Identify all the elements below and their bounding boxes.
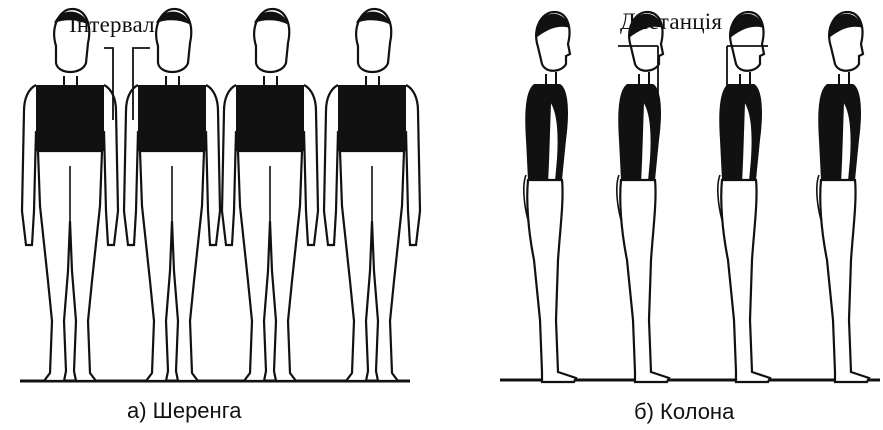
column-soldier-1 [524, 12, 576, 382]
line-caption: а) Шеренга [127, 400, 241, 422]
interval-label: Інтервал [69, 13, 155, 36]
distance-label: Дистанція [620, 10, 722, 33]
column-soldier-3 [718, 12, 770, 382]
line-soldier-1 [22, 9, 118, 381]
line-soldier-4 [324, 9, 420, 381]
column-soldier-4 [817, 12, 869, 382]
column-soldier-2 [617, 12, 669, 382]
line-soldier-3 [222, 9, 318, 381]
line-soldier-2 [124, 9, 220, 381]
column-caption: б) Колона [634, 401, 734, 423]
